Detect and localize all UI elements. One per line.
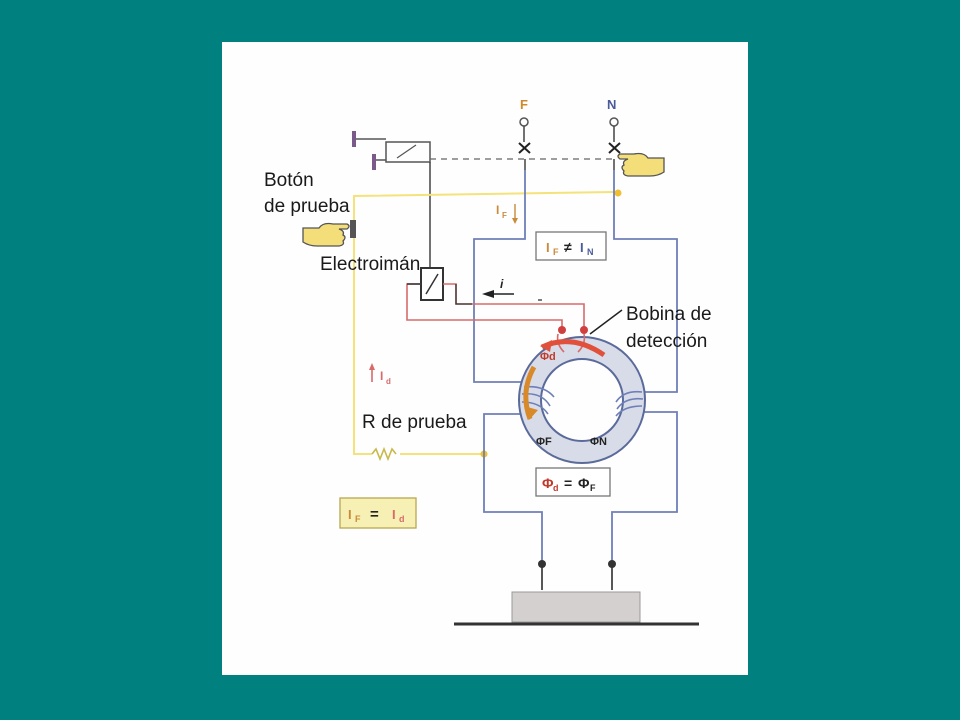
- phase-terminal-label: F: [520, 97, 528, 112]
- flux-n-label: ΦN: [590, 436, 607, 448]
- svg-text:I: I: [496, 203, 499, 217]
- neutral-line-in: [613, 170, 678, 393]
- test-button: [350, 220, 356, 238]
- svg-text:N: N: [587, 247, 594, 257]
- svg-text:F: F: [355, 514, 361, 524]
- terminals: F N: [518, 97, 621, 170]
- electromagnet-label: Electroimán: [320, 254, 420, 275]
- phase-terminal: [519, 117, 529, 127]
- svg-text:=: =: [370, 506, 379, 523]
- svg-text:F: F: [553, 247, 559, 257]
- load-box: [511, 591, 641, 623]
- hand-pointer-icon: [302, 222, 350, 247]
- svg-text:d: d: [399, 514, 405, 524]
- phase-line-in: [473, 170, 532, 383]
- test-resistor-label: R de prueba: [362, 412, 467, 433]
- current-i-label: i: [500, 277, 504, 291]
- current-equality-box: I F = I d: [339, 497, 417, 529]
- toroid-core: Φd ΦF ΦN: [518, 333, 646, 464]
- svg-text:F: F: [502, 211, 507, 220]
- svg-text:≠: ≠: [564, 239, 572, 255]
- detection-coil-label-line1: Bobina de: [626, 304, 712, 325]
- svg-text:Φ: Φ: [542, 475, 554, 491]
- test-circuit-junction: [614, 189, 622, 197]
- trip-solenoid-box: [385, 141, 431, 163]
- phase-line-out: [483, 413, 543, 562]
- trip-latch-right: [372, 154, 376, 170]
- main-conductors: [473, 170, 678, 562]
- test-button-label-line1: Botón: [264, 170, 314, 191]
- svg-text:d: d: [553, 483, 559, 493]
- detection-coil-label-line2: detección: [626, 331, 707, 352]
- flux-equality-box: Φ d = Φ F: [535, 467, 611, 497]
- detection-terminal-1: [558, 326, 566, 334]
- current-inequality-box: I F ≠ I N: [535, 231, 607, 261]
- neutral-terminal: [609, 117, 619, 127]
- test-button-label-line2: de prueba: [264, 196, 350, 217]
- detection-terminal-2: [580, 326, 588, 334]
- svg-text:I: I: [546, 240, 550, 255]
- hand-pointer-icon: [617, 152, 665, 177]
- trip-latch-left: [352, 131, 356, 147]
- svg-text:I: I: [348, 507, 352, 522]
- phase-current-annotation: I F: [496, 203, 518, 224]
- test-resistor: [371, 446, 397, 462]
- svg-text:Φ: Φ: [578, 475, 590, 491]
- diagram-panel: F N i: [222, 42, 748, 675]
- test-current-annotation: I d: [369, 363, 391, 386]
- current-i-arrow: [482, 290, 494, 298]
- neutral-terminal-label: N: [607, 97, 616, 112]
- test-circuit: [353, 191, 615, 462]
- svg-text:I: I: [380, 369, 383, 383]
- flux-f-label: ΦF: [536, 436, 552, 448]
- svg-text:F: F: [590, 483, 596, 493]
- rcd-circuit-diagram: F N i: [264, 97, 712, 626]
- svg-text:=: =: [564, 475, 572, 491]
- detection-coil-pointer: [589, 309, 623, 335]
- electromagnet: [420, 267, 444, 301]
- neutral-line-out: [611, 411, 678, 562]
- svg-text:I: I: [580, 240, 584, 255]
- flux-d-label: Φd: [540, 351, 556, 363]
- svg-text:I: I: [392, 507, 396, 522]
- svg-text:d: d: [386, 377, 391, 386]
- load: [454, 560, 699, 626]
- trip-mechanism: [352, 131, 614, 268]
